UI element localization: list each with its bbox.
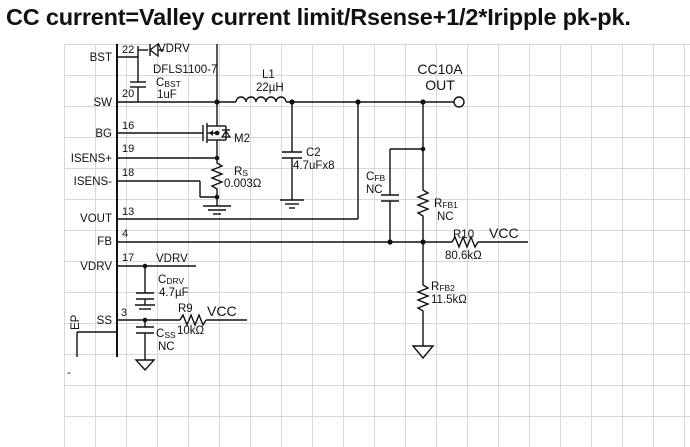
- stray-mark: -: [67, 367, 71, 379]
- pin-vdrv-num: 17: [122, 252, 134, 264]
- resistor-r9: [179, 313, 207, 327]
- vcc-ss-label: VCC: [207, 303, 237, 319]
- pin-vout-label: VOUT: [80, 213, 112, 225]
- ground-css: [134, 359, 156, 372]
- r9-ref: R9: [178, 303, 193, 315]
- cdrv-ref: CDRV: [158, 274, 184, 286]
- l1-value: 22µH: [256, 82, 284, 94]
- c2-ref: C2: [306, 147, 321, 159]
- pin-bg-num: 16: [122, 120, 134, 132]
- pin-bst-num: 22: [122, 44, 134, 56]
- pin-ss-label: SS: [97, 315, 113, 327]
- pin-isens-minus-label: ISENS-: [74, 176, 113, 188]
- bst-diode-symbol: [148, 42, 159, 58]
- pin-fb-num: 4: [122, 228, 128, 240]
- rs-value: 0.003Ω: [224, 178, 262, 190]
- out-terminal: [453, 96, 465, 108]
- rs-ref: RS: [234, 166, 248, 178]
- cdrv-value: 4.7µF: [159, 287, 189, 299]
- pin-bst-label: BST: [90, 52, 112, 64]
- pin-vout-num: 13: [122, 206, 134, 218]
- r9-value: 10kΩ: [177, 325, 205, 337]
- junction: [214, 155, 220, 161]
- ground-rfb2: [411, 345, 435, 360]
- pin-sw-num: 20: [122, 88, 134, 100]
- resistor-rfb2: [416, 281, 430, 346]
- l1-ref: L1: [262, 69, 275, 81]
- resistor-rs: [210, 158, 224, 206]
- resistor-r10: [451, 235, 479, 249]
- junction: [387, 239, 393, 245]
- pin-isens-plus-num: 19: [122, 143, 134, 155]
- junction: [214, 130, 220, 136]
- pin-bg-label: BG: [95, 128, 112, 140]
- pin-ep-label: EP: [70, 314, 82, 330]
- pin-vdrv-label: VDRV: [80, 261, 112, 273]
- junction: [214, 194, 220, 200]
- cfb-ref: CFB: [366, 171, 386, 183]
- junction: [420, 146, 426, 152]
- grid-background: [64, 44, 690, 447]
- css-ref: CSS: [156, 328, 176, 340]
- inductor-l1: [235, 96, 287, 103]
- out-label: OUT: [425, 77, 455, 93]
- bst-vdrv-label: VDRV: [158, 43, 190, 55]
- r10-value: 80.6kΩ: [445, 250, 482, 262]
- page-title: CC current=Valley current limit/Rsense+1…: [6, 4, 631, 30]
- m2-ref: M2: [234, 133, 250, 145]
- rfb1-ref: RFB1: [434, 198, 458, 210]
- rfb2-value: 11.5kΩ: [431, 294, 467, 306]
- vdrv-net-label: VDRV: [156, 253, 188, 265]
- c2-value: 4.7uFx8: [293, 160, 335, 172]
- r10-ref: R10: [453, 229, 474, 241]
- pin-fb-label: FB: [97, 236, 112, 248]
- pin-isens-minus-num: 18: [122, 167, 134, 179]
- cfb-value: NC: [366, 184, 383, 196]
- bst-diode-part: DFLS1100-7: [153, 64, 217, 76]
- m2-arrow: [209, 130, 213, 136]
- rfb1-value: NC: [437, 211, 454, 223]
- cbst-ref: CBST: [156, 77, 181, 89]
- rfb2-ref: RFB2: [431, 281, 455, 293]
- css-value: NC: [158, 341, 175, 353]
- pin-ss-num: 3: [121, 307, 127, 319]
- pin-isens-plus-label: ISENS+: [71, 153, 113, 165]
- junction: [142, 263, 148, 269]
- pin-sw-label: SW: [93, 97, 112, 109]
- vcc-fb-label: VCC: [489, 225, 519, 241]
- out-name: CC10A: [417, 61, 463, 77]
- resistor-rfb1: [416, 186, 430, 242]
- cbst-value: 1uF: [157, 89, 177, 101]
